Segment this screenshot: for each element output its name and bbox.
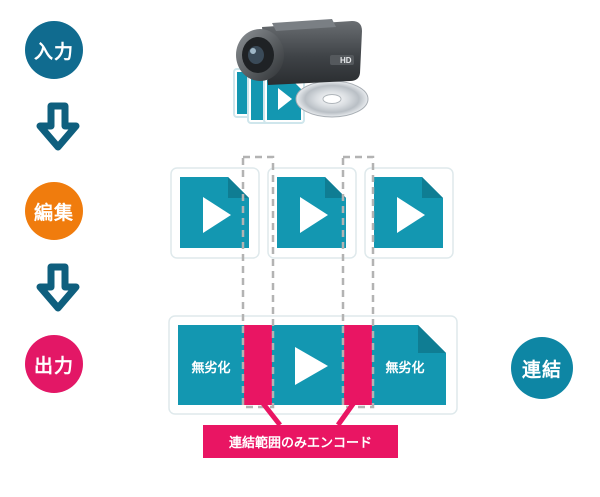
merged-video-file	[168, 315, 458, 415]
encode-range-text: 連結範囲のみエンコード	[228, 436, 372, 451]
encode-range-banner: 連結範囲のみエンコード	[203, 425, 398, 458]
step-edit-label: 編集	[33, 201, 74, 224]
join-label: 連結	[521, 358, 562, 381]
down-arrow-icon	[36, 102, 80, 151]
play-icon	[397, 197, 425, 233]
video-file-icon	[170, 167, 260, 259]
svg-text:HD: HD	[340, 56, 352, 65]
down-arrow-icon	[36, 263, 80, 312]
camcorder-icon: HD	[236, 19, 362, 85]
video-file-stack-icon	[233, 68, 305, 124]
lossless-label-left: 無劣化	[191, 360, 231, 376]
video-file-icon	[267, 167, 357, 259]
lossless-label-right: 無劣化	[385, 360, 425, 376]
step-input-circle: 入力	[25, 21, 83, 79]
step-edit-circle: 編集	[25, 182, 83, 240]
play-icon	[203, 197, 231, 233]
play-icon	[300, 197, 328, 233]
step-output-label: 出力	[33, 354, 74, 377]
step-input-label: 入力	[33, 40, 74, 63]
step-output-circle: 出力	[25, 335, 83, 393]
join-circle: 連結	[511, 337, 573, 399]
play-icon	[295, 347, 328, 385]
video-file-icon	[364, 167, 454, 259]
